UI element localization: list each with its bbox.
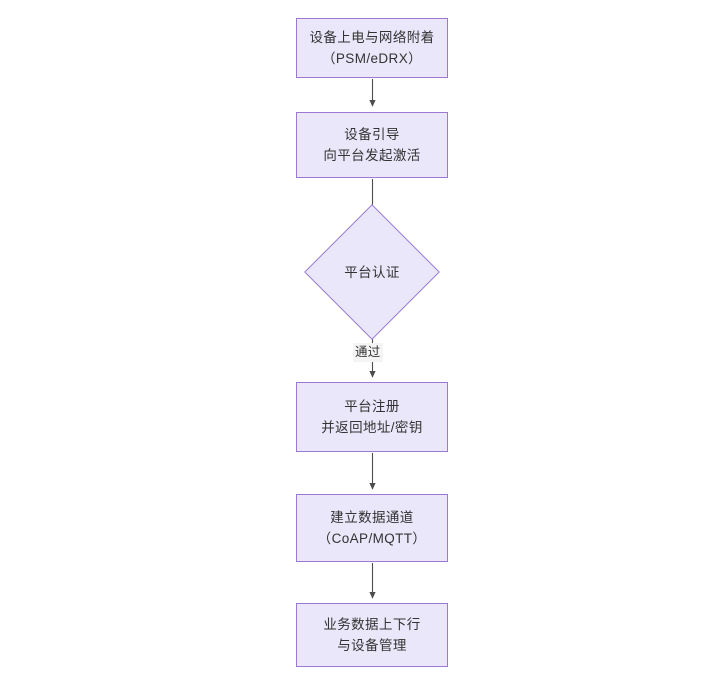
node-platform-authentication-label: 平台认证 [324, 224, 420, 320]
node-line: 向平台发起激活 [323, 148, 421, 163]
node-platform-registration[interactable]: 平台注册 并返回地址/密钥 [296, 382, 448, 452]
node-line: 设备引导 [344, 127, 400, 142]
node-establish-data-channel[interactable]: 建立数据通道 （CoAP/MQTT） [296, 494, 448, 562]
node-line: 平台认证 [344, 264, 400, 280]
node-line: 与设备管理 [337, 638, 407, 653]
node-line: 建立数据通道 [330, 510, 414, 525]
node-line: 平台注册 [344, 399, 400, 414]
node-device-bootstrap[interactable]: 设备引导 向平台发起激活 [296, 112, 448, 178]
node-line: 设备上电与网络附着 [309, 30, 435, 45]
node-business-data-and-device-management[interactable]: 业务数据上下行 与设备管理 [296, 603, 448, 667]
node-device-power-on[interactable]: 设备上电与网络附着 （PSM/eDRX） [296, 18, 448, 78]
edge-label-text: 通过 [355, 345, 381, 359]
node-line: 业务数据上下行 [323, 617, 421, 632]
edge-label-pass: 通过 [353, 343, 383, 362]
node-line: （CoAP/MQTT） [317, 531, 427, 546]
node-line: 并返回地址/密钥 [321, 420, 423, 435]
node-line: （PSM/eDRX） [321, 51, 423, 66]
